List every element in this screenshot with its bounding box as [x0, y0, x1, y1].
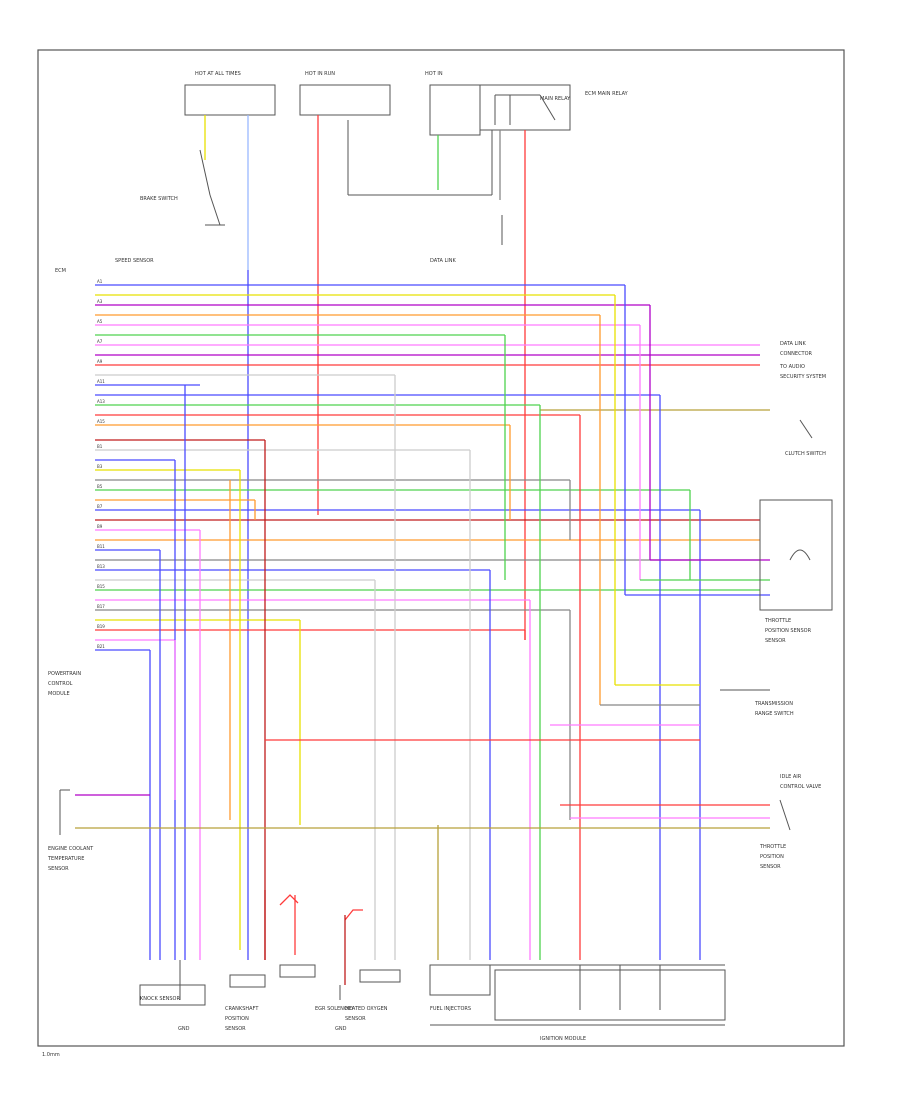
svg-text:B11: B11	[97, 544, 105, 549]
svg-text:B9: B9	[97, 524, 103, 529]
svg-text:SENSOR: SENSOR	[345, 1016, 366, 1022]
svg-text:ECM: ECM	[55, 268, 66, 274]
footer-code: 1.0mm	[42, 1052, 60, 1058]
svg-text:SENSOR: SENSOR	[765, 638, 786, 644]
svg-text:TO AUDIO: TO AUDIO	[779, 364, 805, 370]
svg-text:B3: B3	[97, 464, 103, 469]
svg-text:CONTROL VALVE: CONTROL VALVE	[780, 784, 821, 790]
svg-text:FUEL INJECTORS: FUEL INJECTORS	[430, 1006, 471, 1012]
svg-text:TRANSMISSION: TRANSMISSION	[754, 701, 793, 707]
svg-text:THROTTLE: THROTTLE	[764, 618, 791, 624]
svg-text:SENSOR: SENSOR	[48, 866, 69, 872]
svg-text:CLUTCH SWITCH: CLUTCH SWITCH	[785, 451, 826, 457]
right-labels: DATA LINK CONNECTOR TO AUDIO SECURITY SY…	[754, 341, 826, 870]
svg-text:GND: GND	[335, 1026, 347, 1032]
svg-text:POWERTRAIN: POWERTRAIN	[48, 671, 81, 677]
svg-text:EGR SOLENOID: EGR SOLENOID	[315, 1006, 353, 1012]
svg-text:ENGINE COOLANT: ENGINE COOLANT	[48, 846, 94, 852]
right-vertical-drops	[489, 285, 701, 960]
svg-text:IGNITION MODULE: IGNITION MODULE	[540, 1036, 586, 1042]
svg-text:B15: B15	[97, 584, 105, 589]
svg-text:POSITION: POSITION	[760, 854, 784, 860]
left-labels: POWERTRAIN CONTROL MODULE ENGINE COOLANT…	[47, 671, 94, 872]
bottom-components	[139, 960, 726, 1026]
svg-text:A1: A1	[97, 279, 103, 284]
svg-text:CONNECTOR: CONNECTOR	[780, 351, 813, 357]
svg-text:A3: A3	[97, 299, 103, 304]
svg-text:A11: A11	[97, 379, 105, 384]
svg-text:ECM MAIN RELAY: ECM MAIN RELAY	[585, 91, 629, 97]
svg-text:HEATED OXYGEN: HEATED OXYGEN	[345, 1006, 388, 1012]
svg-text:CRANKSHAFT: CRANKSHAFT	[225, 1006, 259, 1012]
svg-text:A7: A7	[97, 339, 103, 344]
svg-text:B7: B7	[97, 504, 103, 509]
svg-text:B5: B5	[97, 484, 103, 489]
svg-text:GND: GND	[178, 1026, 190, 1032]
ecm-wire-bus	[95, 284, 770, 651]
svg-text:KNOCK SENSOR: KNOCK SENSOR	[140, 996, 180, 1002]
left-vertical-drops	[149, 375, 471, 960]
lower-horizontal-links	[75, 559, 770, 829]
svg-text:SENSOR: SENSOR	[225, 1026, 246, 1032]
svg-text:A5: A5	[97, 319, 103, 324]
svg-text:B19: B19	[97, 624, 105, 629]
svg-text:HOT IN: HOT IN	[425, 71, 443, 77]
svg-text:POSITION SENSOR: POSITION SENSOR	[765, 628, 812, 634]
svg-text:B1: B1	[97, 444, 103, 449]
bottom-short-wires	[264, 890, 363, 985]
svg-text:MODULE: MODULE	[48, 691, 70, 697]
top-vertical-feeds	[204, 115, 526, 960]
svg-text:THROTTLE: THROTTLE	[759, 844, 786, 850]
svg-text:CONTROL: CONTROL	[48, 681, 73, 687]
svg-text:MAIN RELAY: MAIN RELAY	[540, 96, 571, 102]
svg-text:B17: B17	[97, 604, 105, 609]
svg-text:A9: A9	[97, 359, 103, 364]
top-labels: HOT AT ALL TIMES HOT IN RUN HOT IN ECM M…	[55, 71, 629, 274]
svg-text:HOT AT ALL TIMES: HOT AT ALL TIMES	[195, 71, 241, 77]
svg-text:B13: B13	[97, 564, 105, 569]
left-components	[59, 789, 70, 835]
diagram-frame	[37, 49, 845, 1047]
svg-text:HOT IN RUN: HOT IN RUN	[305, 71, 335, 77]
right-components	[720, 419, 833, 831]
svg-text:SPEED SENSOR: SPEED SENSOR	[115, 258, 154, 264]
bottom-labels: KNOCK SENSOR CRANKSHAFT POSITION SENSOR …	[140, 996, 586, 1042]
svg-text:DATA LINK: DATA LINK	[430, 258, 456, 264]
svg-text:SENSOR: SENSOR	[760, 864, 781, 870]
svg-text:SECURITY SYSTEM: SECURITY SYSTEM	[780, 374, 826, 380]
svg-text:A15: A15	[97, 419, 105, 424]
svg-text:B21: B21	[97, 644, 105, 649]
svg-text:A13: A13	[97, 399, 105, 404]
svg-text:RANGE SWITCH: RANGE SWITCH	[755, 711, 794, 717]
fuse-relay-block	[184, 84, 571, 245]
svg-text:TEMPERATURE: TEMPERATURE	[47, 856, 84, 862]
svg-text:IDLE AIR: IDLE AIR	[780, 774, 802, 780]
svg-text:BRAKE SWITCH: BRAKE SWITCH	[140, 196, 178, 202]
svg-text:POSITION: POSITION	[225, 1016, 249, 1022]
svg-text:DATA LINK: DATA LINK	[780, 341, 806, 347]
